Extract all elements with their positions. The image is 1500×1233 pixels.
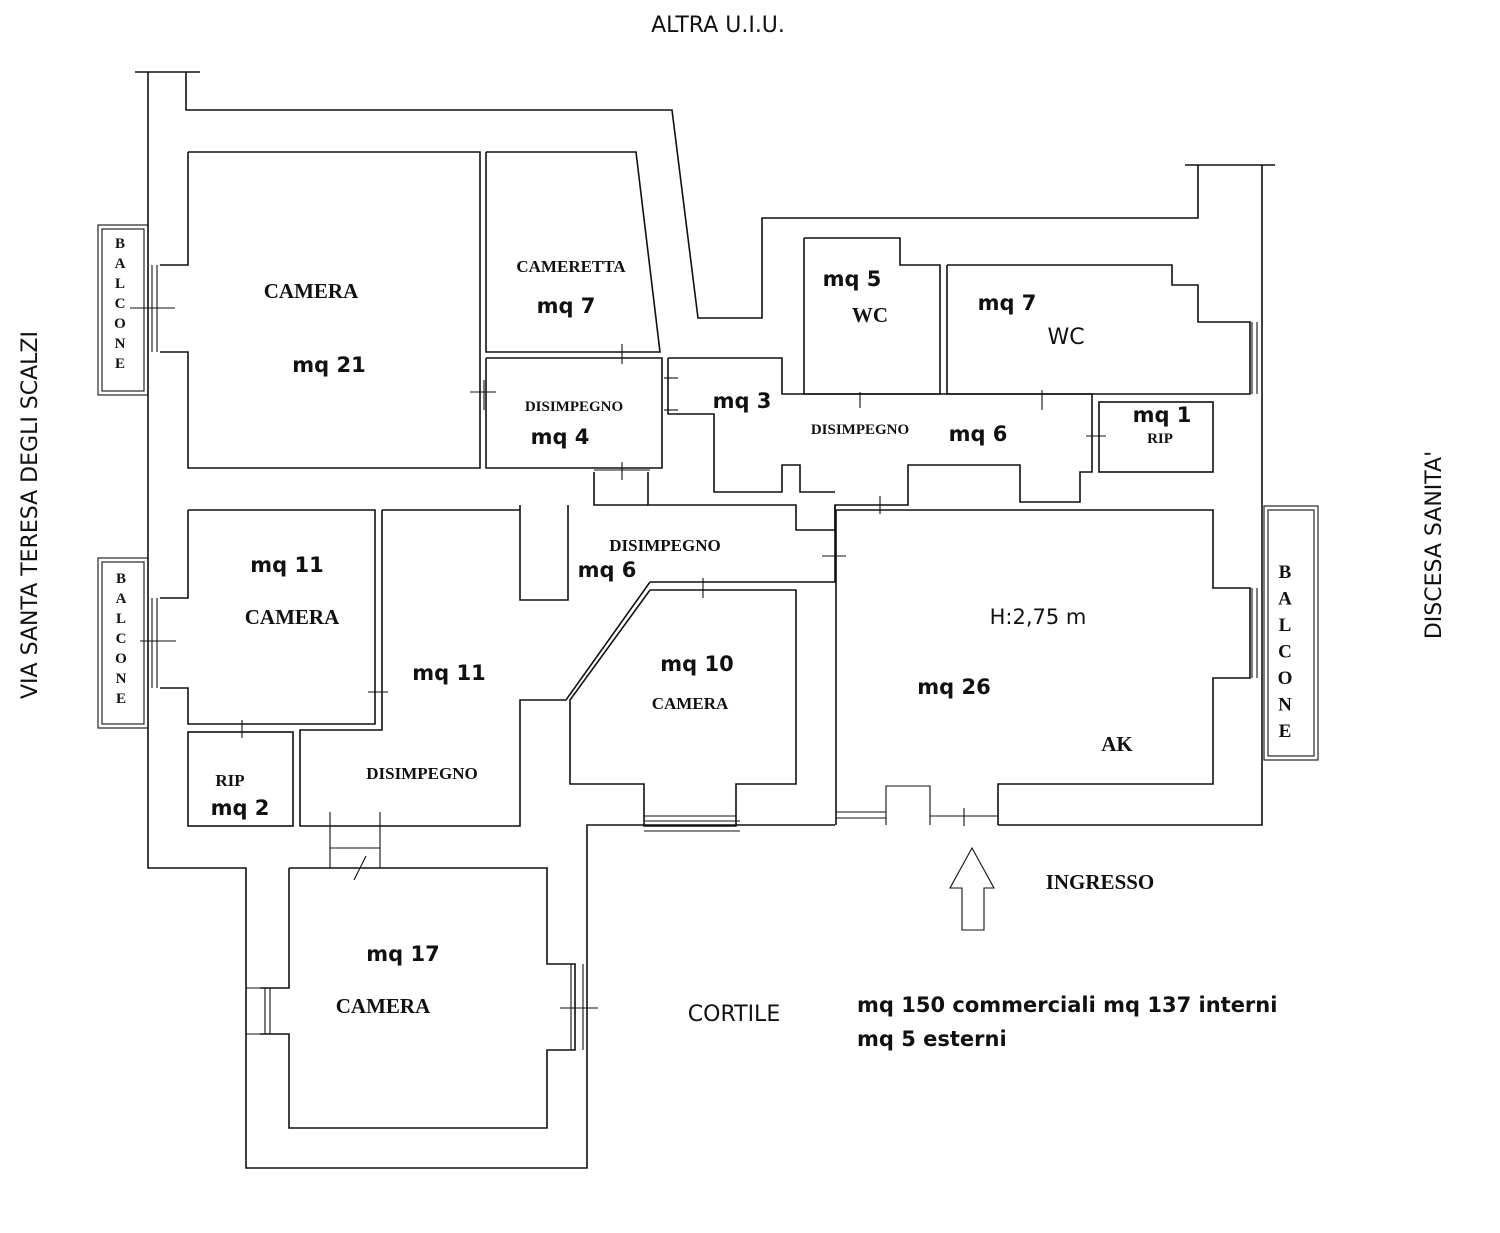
room-area-disimpegno-11: mq 11 <box>412 661 485 685</box>
room-area-wc-5: mq 5 <box>823 267 882 291</box>
street-right-label: DISCESA SANITA' <box>1422 451 1447 639</box>
balcony-letter: O <box>114 316 126 332</box>
room-name-camera-nw: CAMERA <box>264 279 359 303</box>
balcony-letter: L <box>116 611 126 627</box>
room-area-camera-17: mq 17 <box>366 942 439 966</box>
balcony-letter: O <box>1278 668 1293 689</box>
balcony-letter: L <box>1279 615 1292 636</box>
room-area-rip-2: mq 2 <box>211 796 270 820</box>
summary-line-1: mq 150 commerciali mq 137 interni <box>857 993 1277 1017</box>
room-area-wc-7: mq 7 <box>978 291 1037 315</box>
room-name-disimpegno-11: DISIMPEGNO <box>366 764 477 783</box>
balcony-letter: A <box>116 591 127 607</box>
room-height-living: H:2,75 m <box>990 605 1087 629</box>
room-name-wc-7: WC <box>1047 325 1084 350</box>
room-name-rip-1: RIP <box>1147 431 1173 447</box>
street-left-label: VIA SANTA TERESA DEGLI SCALZI <box>18 331 43 699</box>
balcony-letter: E <box>1279 721 1292 742</box>
balcony-letter: E <box>116 691 126 707</box>
room-name-living: AK <box>1101 732 1133 756</box>
room-name-disimpegno-4: DISIMPEGNO <box>525 399 623 415</box>
balcony-letter: C <box>116 631 127 647</box>
room-name-camera-w: CAMERA <box>245 605 340 629</box>
room-area-rip-1: mq 1 <box>1133 403 1192 427</box>
balcony-letter: C <box>115 296 126 312</box>
room-name-cameretta: CAMERETTA <box>516 257 626 276</box>
room-area-camera-w: mq 11 <box>250 553 323 577</box>
balcony-letter: N <box>1278 695 1292 716</box>
balcony-letter: A <box>115 256 126 272</box>
neighbor-top-label: ALTRA U.I.U. <box>651 13 785 38</box>
balconies <box>97 224 1319 761</box>
balcony-letter: E <box>115 356 125 372</box>
entrance-label: INGRESSO <box>1046 870 1155 894</box>
courtyard-label: CORTILE <box>688 1002 780 1027</box>
room-name-camera-17: CAMERA <box>336 994 431 1018</box>
balcony-letter: O <box>115 651 127 667</box>
balcony-letter: N <box>116 671 127 687</box>
room-area-disimpegno-6b: mq 6 <box>578 558 637 582</box>
room-area-camera-nw: mq 21 <box>292 353 365 377</box>
room-name-camera-10: CAMERA <box>652 694 729 713</box>
balcony-letter: A <box>1278 589 1292 610</box>
balcony-letter: B <box>115 236 125 252</box>
walls <box>135 71 1275 1169</box>
room-name-rip-2: RIP <box>215 771 244 790</box>
balcony-letter: N <box>115 336 126 352</box>
room-area-camera-10: mq 10 <box>660 652 733 676</box>
room-name-disimpegno-6a: DISIMPEGNO <box>811 422 909 438</box>
summary-line-2: mq 5 esterni <box>857 1027 1007 1051</box>
room-area-corridor-3: mq 3 <box>713 389 772 413</box>
room-area-disimpegno-4: mq 4 <box>531 425 590 449</box>
windows <box>151 265 1258 1050</box>
room-area-cameretta: mq 7 <box>537 294 596 318</box>
room-walls <box>160 151 1251 1129</box>
room-name-wc-5: WC <box>852 303 888 327</box>
balcony-letter: B <box>116 571 126 587</box>
balcony-letter: L <box>115 276 125 292</box>
doors <box>130 307 1106 1009</box>
balcony-letter: C <box>1278 642 1292 663</box>
room-name-disimpegno-6b: DISIMPEGNO <box>609 536 720 555</box>
room-area-living: mq 26 <box>917 675 990 699</box>
room-area-disimpegno-6a: mq 6 <box>949 422 1008 446</box>
balcony-letter: B <box>1279 562 1292 583</box>
entrance-arrow-icon <box>949 846 995 931</box>
